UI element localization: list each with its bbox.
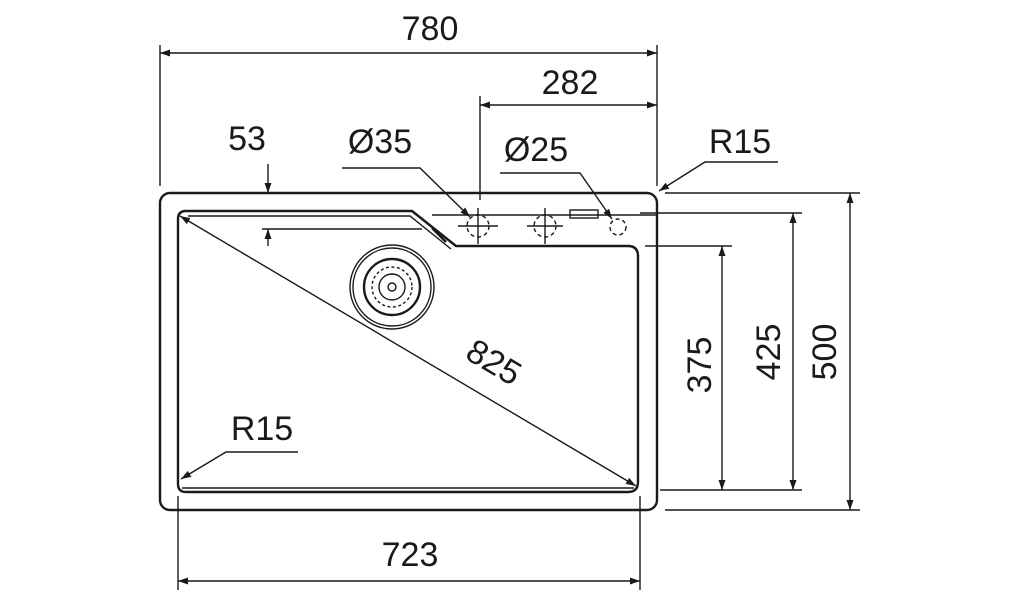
dim-label-500: 500 [806, 324, 844, 381]
dim-label-d25: Ø25 [504, 131, 568, 169]
dim-tap-hole: Ø35 [342, 123, 471, 218]
dim-label-723: 723 [382, 536, 439, 574]
dim-bowl-radius: R15 [180, 410, 298, 480]
dim-label-825: 825 [460, 332, 528, 394]
dim-label-425: 425 [750, 324, 788, 381]
dim-label-d35: Ø35 [348, 123, 412, 161]
dim-label-375: 375 [681, 337, 719, 394]
dim-bowl-depth: 375 [645, 245, 732, 491]
dim-bowl-width: 723 [177, 496, 641, 590]
dim-label-780: 780 [402, 10, 459, 48]
dim-tap-zone: 282 [479, 64, 657, 200]
dim-outer-radius: R15 [658, 123, 778, 192]
dim-bowl-depth-total: 425 [640, 212, 802, 491]
dim-accessory-hole: Ø25 [500, 131, 613, 220]
dim-label-r15-bowl: R15 [231, 410, 293, 448]
dim-label-282: 282 [542, 64, 599, 102]
dim-overall-width: 780 [159, 10, 658, 186]
dim-label-r15-outer: R15 [709, 123, 771, 161]
dim-label-53: 53 [228, 120, 266, 158]
dim-overall-depth: 500 [665, 192, 860, 511]
drain-strainer [349, 244, 435, 330]
